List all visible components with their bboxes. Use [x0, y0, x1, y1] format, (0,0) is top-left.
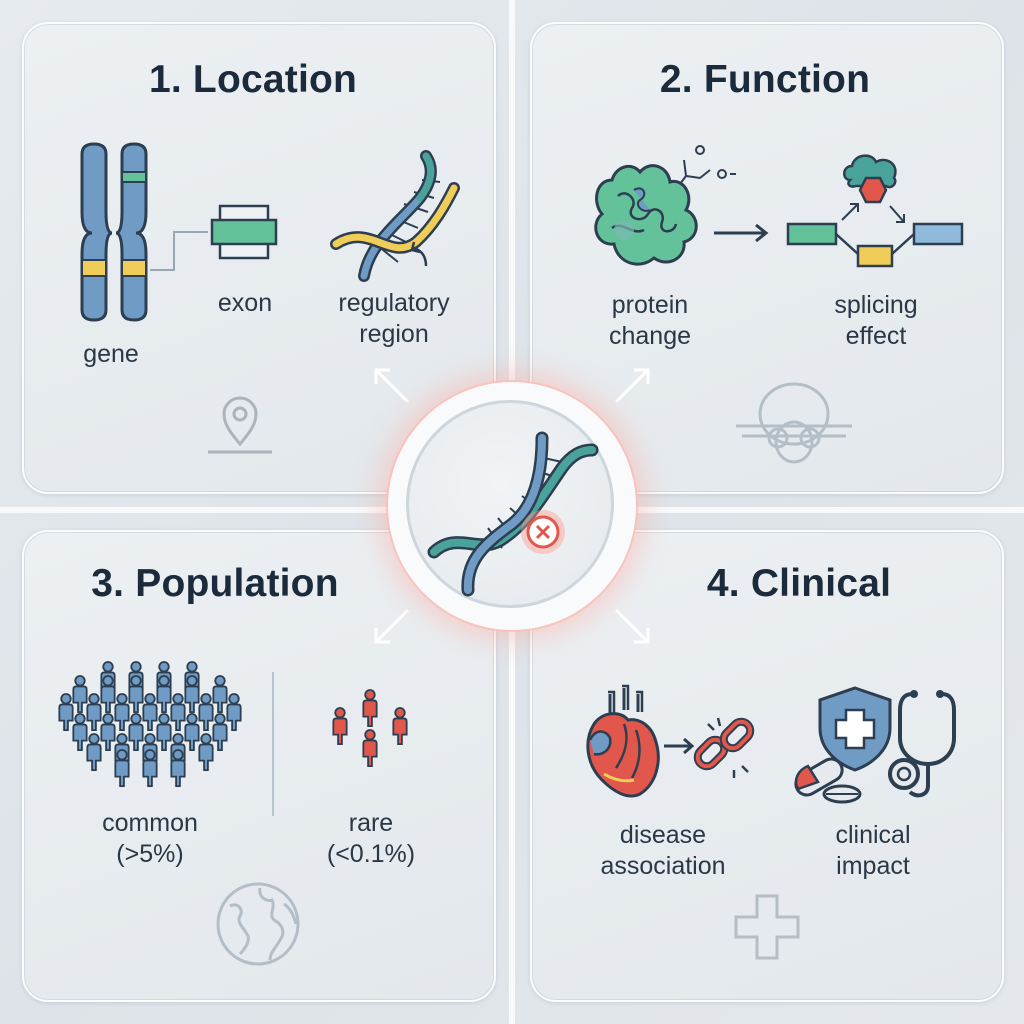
medical-cross-icon [734, 894, 800, 960]
function-title: 2. Function [659, 58, 871, 101]
outward-arrows [374, 368, 650, 644]
population-divider [272, 672, 274, 816]
shield-cross-icon [818, 686, 892, 772]
person-icon [170, 693, 186, 731]
broken-link-icon [693, 717, 755, 778]
rare-label: rare (<0.1%) [326, 809, 416, 868]
person-icon [198, 733, 214, 771]
exon-icon [210, 204, 278, 260]
person-icon [100, 713, 116, 751]
molecule-icon [736, 382, 852, 464]
stethoscope-icon [888, 690, 956, 798]
person-icon [86, 733, 102, 771]
person-icon [392, 707, 408, 745]
person-icon [226, 693, 242, 731]
person-icon [212, 675, 228, 713]
person-icon [72, 713, 88, 751]
regulatory-region-label: regulatory region [338, 289, 450, 348]
center-hub [388, 382, 636, 630]
person-icon [86, 693, 102, 731]
person-icon [184, 713, 200, 751]
person-icon [212, 713, 228, 751]
person-icon [156, 713, 172, 751]
pill-icon [794, 757, 862, 804]
clinical-title: 4. Clinical [706, 562, 892, 605]
person-icon [362, 729, 378, 767]
person-icon [58, 693, 74, 731]
dna-helix-icon [330, 150, 460, 282]
person-icon [142, 749, 158, 787]
person-icon [72, 675, 88, 713]
common-label: common (>5%) [102, 809, 198, 868]
protein-icon [594, 145, 736, 266]
location-title: 1. Location [148, 58, 358, 101]
protein-change-label: protein change [608, 291, 692, 350]
person-icon [156, 675, 172, 713]
person-icon [114, 693, 130, 731]
splicing-icon [786, 154, 964, 268]
population-panel [22, 530, 496, 1002]
person-icon [128, 675, 144, 713]
population-title: 3. Population [91, 562, 339, 605]
disease-association-label: disease association [600, 821, 726, 880]
center-hub-inner [406, 400, 614, 608]
person-icon [362, 689, 378, 727]
person-icon [332, 707, 348, 745]
function-panel [530, 22, 1004, 494]
person-icon [184, 675, 200, 713]
person-icon [114, 749, 130, 787]
person-icon [128, 713, 144, 751]
dna-mutation-icon [427, 431, 599, 597]
splicing-effect-label: splicing effect [834, 291, 918, 350]
few-people-icon [332, 689, 408, 767]
arrow-right-icon [664, 737, 695, 755]
person-icon [198, 693, 214, 731]
crowd-icon [58, 661, 242, 787]
connector-line [150, 231, 208, 271]
person-icon [142, 693, 158, 731]
globe-icon [216, 882, 300, 966]
gene-label: gene [83, 340, 139, 368]
clinical-impact-label: clinical impact [835, 821, 911, 880]
person-icon [170, 749, 186, 787]
exon-label: exon [217, 289, 273, 317]
person-icon [100, 675, 116, 713]
chromosome-icon [80, 142, 148, 322]
heart-icon [586, 684, 660, 798]
location-pin-icon [208, 396, 272, 454]
arrow-right-icon [714, 223, 769, 243]
